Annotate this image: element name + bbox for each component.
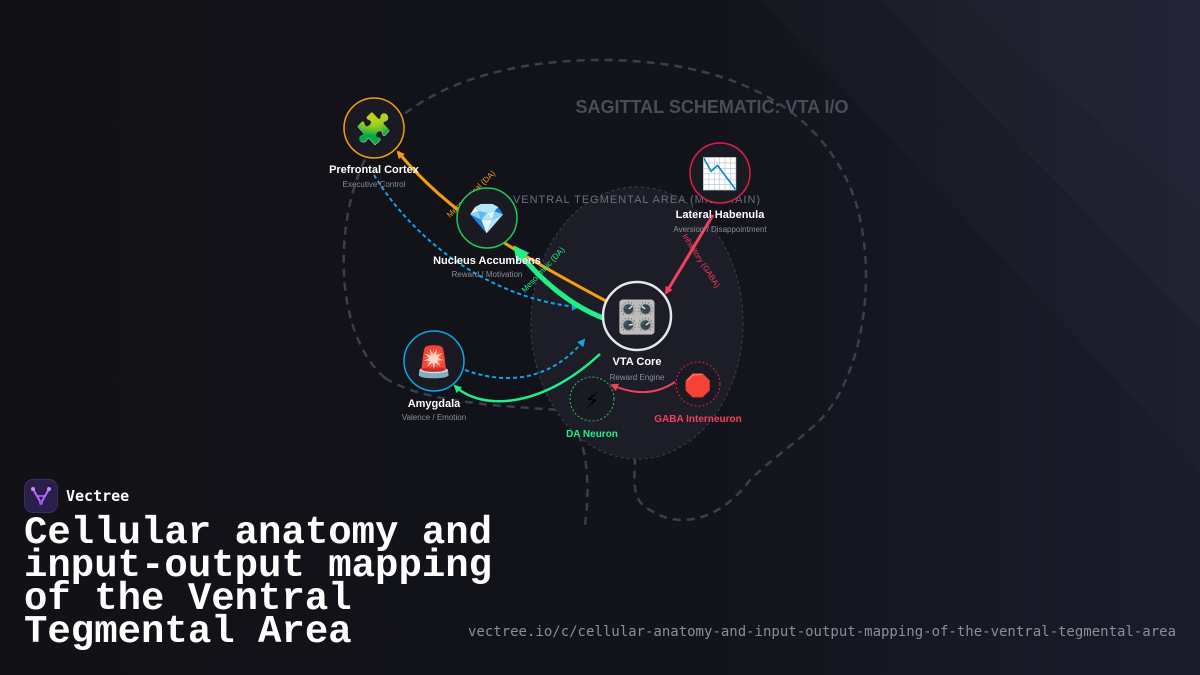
node-vta-core[interactable]: 🎛️ VTA Core Reward Engine [601, 280, 673, 382]
vectree-logo-icon [24, 479, 58, 513]
node-amygdala[interactable]: 🚨 Amygdala Valence / Emotion [402, 330, 466, 422]
amygdala-to-vta-pathway [464, 338, 586, 379]
node-nucleus-accumbens[interactable]: 💎 Nucleus Accumbens Reward / Motivation [433, 187, 541, 279]
nucleus-accumbens-sub: Reward / Motivation [452, 270, 523, 279]
siren-icon: 🚨 [415, 344, 452, 380]
vta-core-sub: Reward Engine [610, 373, 665, 382]
lightning-icon: ⚡ [584, 389, 599, 414]
diagram-heading: SAGITTAL SCHEMATIC: VTA I/O [576, 97, 849, 117]
prefrontal-cortex-sub: Executive Control [343, 180, 406, 189]
lateral-habenula-sub: Aversion / Disappointment [673, 225, 767, 234]
gaba-to-da-pathway [610, 381, 676, 394]
stop-sign-icon: 🛑 [684, 373, 711, 399]
mesolimbic-pathway [513, 245, 604, 321]
page-url[interactable]: vectree.io/c/cellular-anatomy-and-input-… [467, 624, 1176, 640]
page-title: Cellular anatomy and input-output mappin… [24, 511, 493, 654]
node-lateral-habenula[interactable]: 📉 Lateral Habenula Aversion / Disappoint… [673, 142, 767, 234]
gem-icon: 💎 [468, 202, 505, 237]
control-knobs-icon: 🎛️ [617, 298, 657, 336]
puzzle-icon: 🧩 [355, 111, 392, 147]
brand-name: Vectree [66, 487, 130, 505]
node-gaba-interneuron[interactable]: 🛑 GABA Interneuron [654, 361, 742, 425]
brand[interactable]: Vectree [24, 479, 129, 513]
da-neuron-label: DA Neuron [566, 429, 618, 440]
vta-to-amygdala-pathway [453, 353, 601, 403]
node-prefrontal-cortex[interactable]: 🧩 Prefrontal Cortex Executive Control [329, 97, 420, 189]
chart-decreasing-icon: 📉 [701, 156, 738, 192]
lateral-habenula-label: Lateral Habenula [676, 209, 766, 221]
amygdala-sub: Valence / Emotion [402, 413, 466, 422]
vta-core-label: VTA Core [613, 356, 662, 368]
region-label: VENTRAL TEGMENTAL AREA (MIDBRAIN) [513, 194, 761, 206]
prefrontal-feedback-pathway [373, 174, 580, 311]
prefrontal-cortex-label: Prefrontal Cortex [329, 164, 420, 176]
amygdala-label: Amygdala [408, 398, 461, 410]
nucleus-accumbens-label: Nucleus Accumbens [433, 255, 541, 267]
node-da-neuron[interactable]: ⚡ DA Neuron [566, 376, 618, 440]
inhibitory-pathway [664, 214, 715, 295]
gaba-interneuron-label: GABA Interneuron [654, 414, 741, 425]
